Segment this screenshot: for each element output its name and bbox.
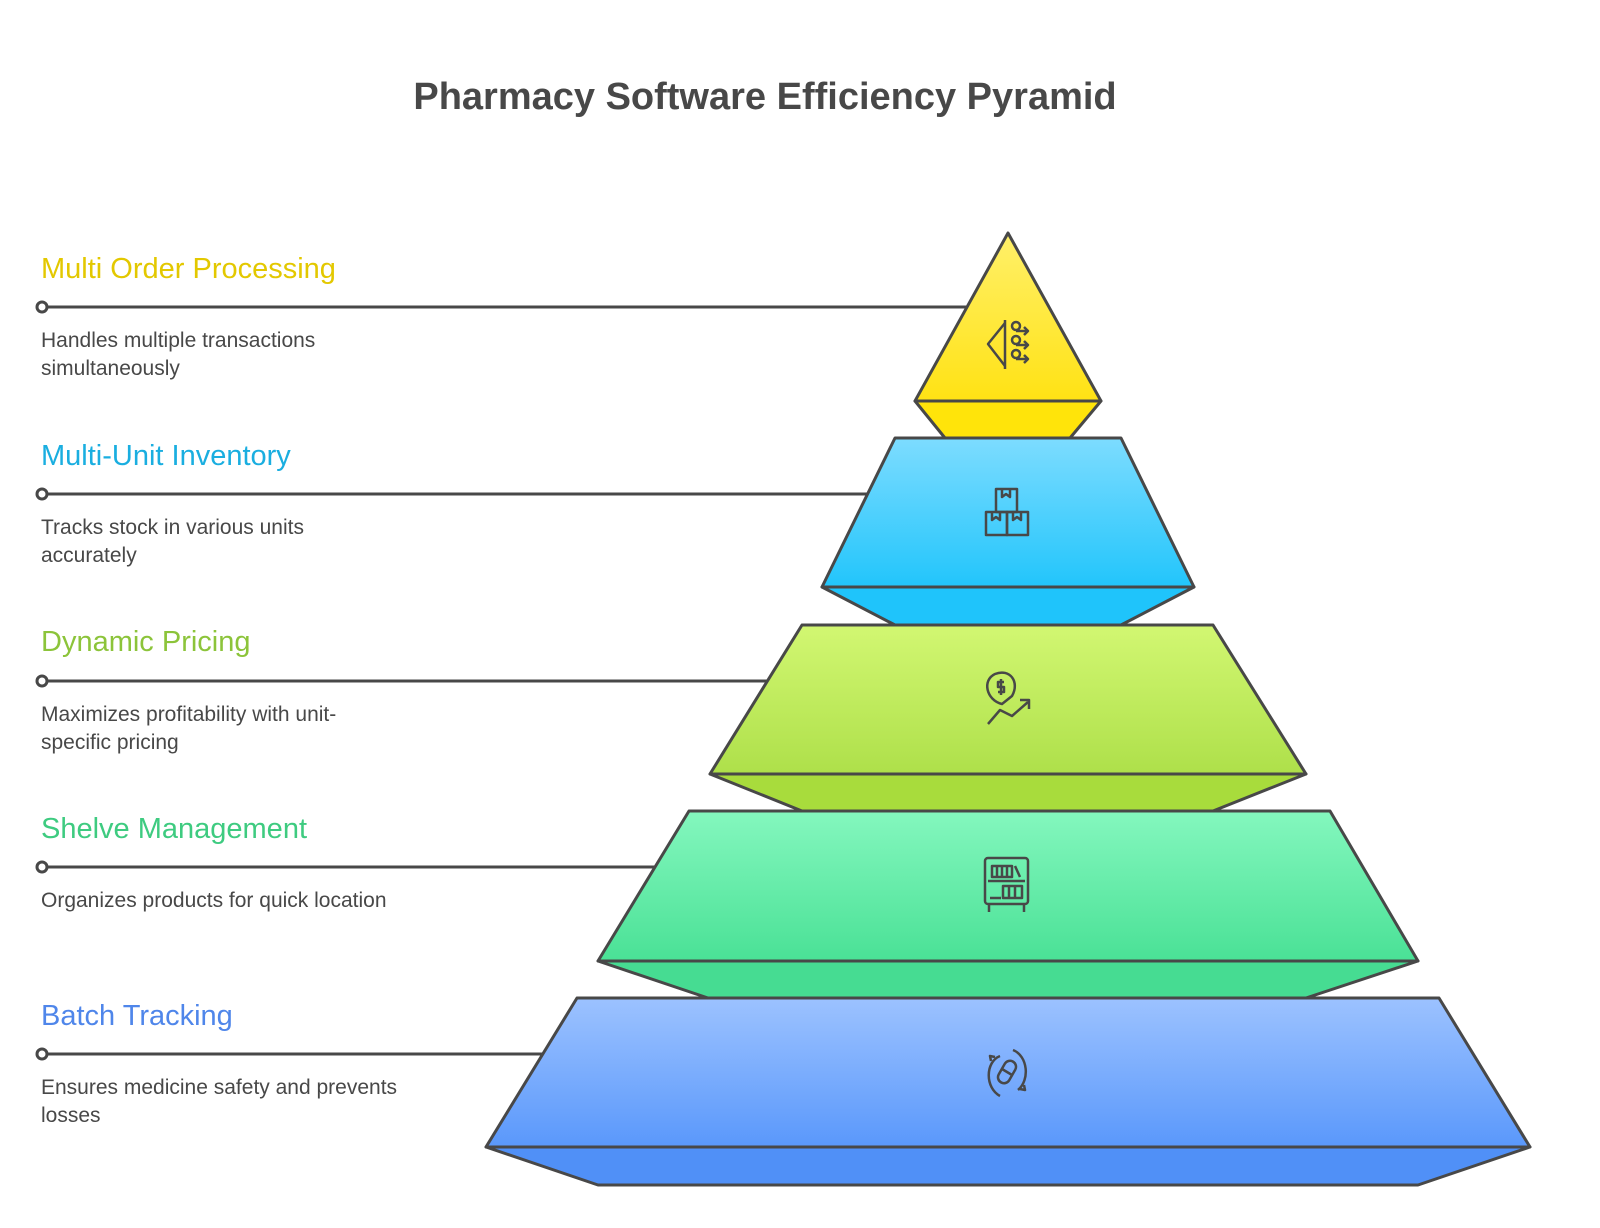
stacked-boxes-icon: [984, 487, 1030, 537]
level-4-title: Shelve Management: [41, 813, 307, 845]
level-4-description: Organizes products for quick location: [41, 889, 387, 912]
level-1-description: Handles multiple transactions simultaneo…: [41, 329, 316, 380]
connector-1: [35, 300, 966, 314]
level-2-description: Tracks stock in various units accurately: [41, 516, 304, 567]
level-3-title: Dynamic Pricing: [41, 626, 251, 658]
connector-5: [35, 1047, 543, 1061]
pyramid-tier-3: [708, 623, 1308, 813]
level-2-title: Multi-Unit Inventory: [41, 440, 291, 472]
connector-2: [35, 487, 868, 501]
multi-order-arrows-icon: [986, 320, 1030, 369]
dollar-trend-icon: [986, 671, 1031, 725]
pyramid-tier-5: [484, 996, 1532, 1187]
shelf-icon: [983, 856, 1030, 912]
level-5-description: Ensures medicine safety and prevents los…: [41, 1076, 398, 1127]
level-5-title: Batch Tracking: [41, 1000, 233, 1032]
pill-cycle-icon: [987, 1048, 1027, 1098]
diagram-title: Pharmacy Software Efficiency Pyramid: [413, 76, 1117, 118]
level-1-title: Multi Order Processing: [41, 253, 336, 285]
level-3-description: Maximizes profitability with unit-specif…: [41, 703, 337, 754]
connector-4: [35, 860, 656, 874]
pyramid-tier-1: [913, 231, 1103, 440]
connector-3: [35, 674, 768, 688]
